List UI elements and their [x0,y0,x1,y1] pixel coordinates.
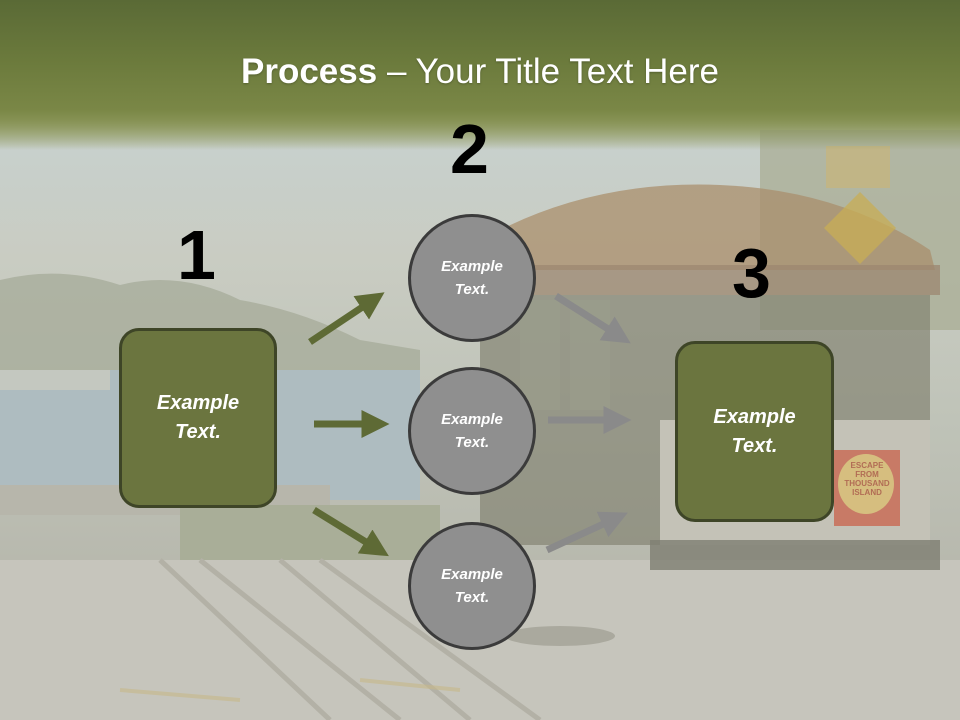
title-banner [0,0,960,150]
arrow-to-step3-top [554,293,631,344]
arrow-to-step2-bottom [312,507,389,557]
ad-sign-line: ESCAPE [850,461,884,470]
circle-text-line2: Text. [454,589,490,606]
step-number-3: 3 [732,234,771,312]
arrow-to-step2-top [308,292,385,345]
title-rest: – Your Title Text Here [377,52,719,91]
step1-text-line1: Example [156,392,240,414]
step-number-2: 2 [450,110,489,188]
step1-box: Example Text. [119,328,277,508]
ad-sign-line: THOUSAND [844,479,890,488]
step3-box: Example Text. [675,341,834,522]
slide-title: Process – Your Title Text Here [0,52,960,92]
circle-text-line1: Example [441,258,503,275]
circle-text-line2: Text. [454,281,490,298]
step2-circle-middle: Example Text. [408,367,536,495]
step2-circle-bottom: Example Text. [408,522,536,650]
step3-text-line1: Example [713,405,796,428]
step1-text-line2: Text. [175,421,221,443]
ad-sign-text: ESCAPE FROM THOUSAND ISLAND [842,461,892,497]
title-bold: Process [241,52,378,91]
arrow-to-step3-bottom [545,511,628,554]
step-number-1: 1 [177,216,216,294]
circle-text-line1: Example [441,411,503,428]
ad-sign-line: ISLAND [852,488,882,497]
ad-sign-line: FROM [855,470,879,479]
circle-text-line1: Example [441,566,503,583]
step3-text-line2: Text. [731,434,778,457]
circle-text-line2: Text. [454,434,490,451]
step2-circle-top: Example Text. [408,214,536,342]
